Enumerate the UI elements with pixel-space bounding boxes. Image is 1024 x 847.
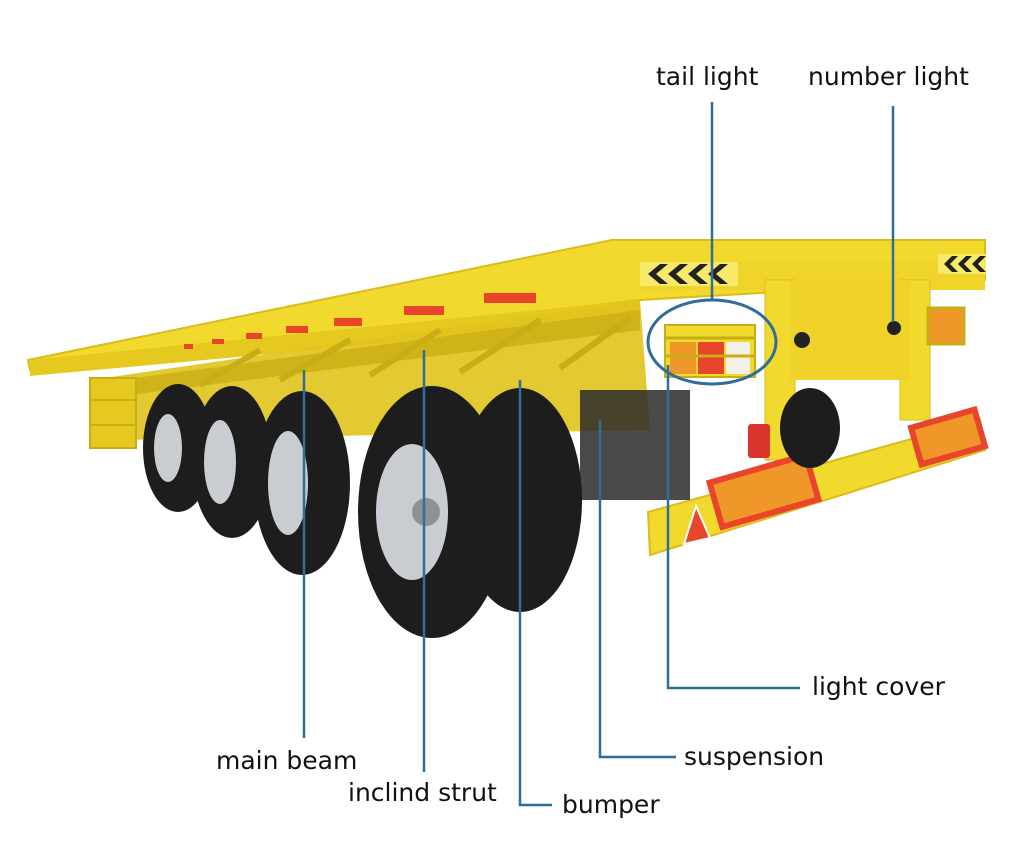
tire [358,386,506,638]
label-bumper: bumper [562,790,660,819]
label-main-beam: main beam [216,746,358,775]
label-light-cover: light cover [812,672,945,701]
rear-frame [646,279,989,557]
leader-light-cover [666,365,800,690]
leader-suspension [598,420,676,759]
warning-triangle-icon [682,503,712,546]
label-inclind-strut: inclind strut [348,778,497,807]
label-suspension: suspension [684,742,825,771]
leader-lines [302,102,895,807]
landing-gear [89,377,137,449]
label-number-light: number light [808,62,969,91]
number-light [887,321,901,335]
main-beam [120,310,640,395]
tail-light [664,324,756,378]
tire-set [143,384,840,638]
tire [192,386,272,538]
suspension [580,390,690,500]
label-tail-light: tail light [656,62,759,91]
deck-side [30,300,640,376]
leader-bumper [518,380,552,807]
tire [254,391,350,575]
inclined-struts [198,315,632,388]
tire [780,388,840,468]
trailer-illustration [26,239,989,638]
side-reflectors [184,293,536,349]
